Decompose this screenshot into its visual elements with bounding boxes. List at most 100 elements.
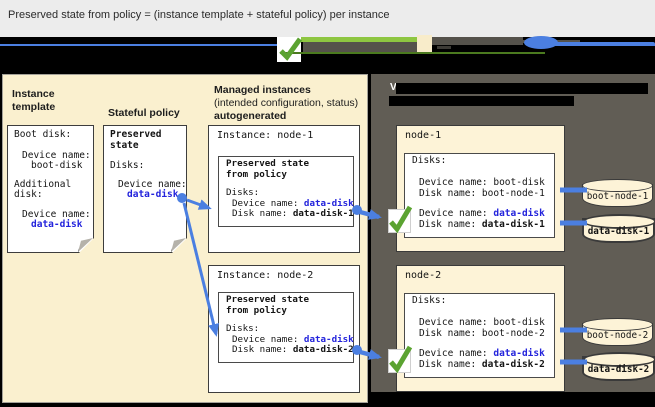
disk-cylinder-data-disk-2: data-disk-2 <box>582 352 655 381</box>
heading-managed-line2: (intended configuration, status) <box>214 97 359 109</box>
check-square-vm2 <box>388 349 411 373</box>
disk-value: boot-node-2 <box>481 328 545 339</box>
device-label: Device name: <box>419 317 494 328</box>
disk-label: Disk name: <box>232 344 293 355</box>
preserved-from-policy-line1: Preserved state <box>226 294 309 305</box>
vm-name-label: node-1 <box>405 130 442 141</box>
cylinder-label: boot-node-2 <box>586 330 649 341</box>
boot-disk-line: Disk name: boot-node-2 <box>412 328 554 339</box>
disk-label: Disk name: <box>419 359 482 370</box>
data-device-line: Device name: data-disk <box>412 208 554 219</box>
device-label: Device name: <box>419 208 494 219</box>
device-label: Device name: <box>419 348 494 359</box>
vm-node-1-disks: Disks: Device name: boot-disk Disk name:… <box>404 153 555 238</box>
device-value: boot-disk <box>493 177 545 188</box>
device-value: boot-disk <box>493 317 545 328</box>
heading-instance-template: Instance template <box>12 88 55 114</box>
redacted-header-bar-1 <box>396 83 648 94</box>
disk-value: data-disk-2 <box>481 359 545 370</box>
instance-template-box: Boot disk: Device name: boot-disk Additi… <box>7 125 94 253</box>
cylinder-label: data-disk-2 <box>587 364 650 375</box>
cylinder-label: boot-node-1 <box>586 191 649 202</box>
additional-disk-label-line1: Additional <box>14 178 72 190</box>
disks-label: Disks: <box>110 160 145 171</box>
instance-name-line: Instance: node-1 <box>217 130 314 141</box>
preserved-state-title-line2: state <box>110 139 139 151</box>
data-disk-line: Disk name: data-disk-1 <box>412 219 554 230</box>
device-label: Device name: <box>419 177 494 188</box>
preserved-from-policy-line1: Preserved state <box>226 158 309 169</box>
preserved-from-policy-line2: from policy <box>226 304 287 316</box>
green-line-dark <box>280 52 545 54</box>
device-label: Device name: <box>232 197 304 209</box>
disk-cylinder-boot-node-2: boot-node-2 <box>581 318 653 346</box>
device-value: data-disk <box>303 333 354 345</box>
check-square-vm1 <box>388 209 411 233</box>
cylinder-label: data-disk-1 <box>587 226 650 237</box>
preserved-from-policy-line2: from policy <box>226 168 287 180</box>
disk-value: data-disk-2 <box>292 344 354 355</box>
boot-device-label: Device name: <box>22 149 91 161</box>
disks-label: Disks: <box>412 155 447 166</box>
disk-label: Disk name: <box>419 328 482 339</box>
managed-instance-node-2-preserved-state: Preserved state from policy Disks: Devic… <box>218 292 354 363</box>
blue-pill <box>524 36 558 49</box>
disk-label: Disk name: <box>419 219 482 230</box>
data-disk-line: Disk name: data-disk-2 <box>412 359 554 370</box>
policy-device-label: Device name: <box>118 178 187 190</box>
redacted-header-visible-char: V <box>390 82 397 93</box>
stateful-policy-box: Preserved state Disks: Device name: data… <box>103 125 187 253</box>
disk-cylinder-data-disk-1: data-disk-1 <box>582 214 655 243</box>
boot-device-value: boot-disk <box>31 160 83 171</box>
gray-bar-2 <box>432 37 523 45</box>
disks-label: Disks: <box>226 323 260 334</box>
cream-chip <box>417 35 432 52</box>
disk-label: Disk name: <box>232 208 293 219</box>
heading-managed-line1: Managed instances <box>214 84 311 96</box>
additional-disk-label-line2: disk: <box>14 189 43 200</box>
managed-instance-node-1-preserved-state: Preserved state from policy Disks: Devic… <box>218 156 354 227</box>
data-device-value: data-disk <box>31 219 83 230</box>
title-strip: Preserved state from policy = (instance … <box>0 0 655 37</box>
blue-taper-line <box>550 42 655 46</box>
boot-device-line: Device name: boot-disk <box>412 317 554 328</box>
disk-label: Disk name: <box>419 188 482 199</box>
page-title: Preserved state from policy = (instance … <box>8 9 390 21</box>
gray-bar-1 <box>303 42 417 52</box>
heading-managed-instances: Managed instances (intended configuratio… <box>214 84 370 123</box>
heading-managed-line3: autogenerated <box>214 110 287 122</box>
disk-name-line: Disk name: data-disk-2 <box>226 344 354 356</box>
boot-disk-line: Disk name: boot-node-1 <box>412 188 554 199</box>
disk-cylinder-boot-node-1: boot-node-1 <box>581 179 653 207</box>
instance-name-line: Instance: node-2 <box>217 270 314 281</box>
disk-value: boot-node-1 <box>481 188 545 199</box>
vm-name-label: node-2 <box>405 270 442 281</box>
disk-value: data-disk-1 <box>292 208 354 219</box>
data-device-label: Device name: <box>22 208 91 220</box>
check-square-top <box>277 37 301 62</box>
vm-node-2-disks: Disks: Device name: boot-disk Disk name:… <box>404 293 555 378</box>
green-bar <box>301 37 417 42</box>
device-value: data-disk <box>493 348 545 359</box>
device-name-line: Device name: data-disk <box>226 333 354 346</box>
device-label: Device name: <box>232 333 304 345</box>
heading-instance-template-line1: Instance <box>12 88 55 100</box>
disk-value: data-disk-1 <box>481 219 545 230</box>
data-device-line: Device name: data-disk <box>412 348 554 359</box>
blue-line-left <box>0 44 277 46</box>
gray-dash <box>437 46 451 49</box>
policy-device-value: data-disk <box>127 189 179 200</box>
device-name-line: Device name: data-disk <box>226 197 354 210</box>
preserved-state-title-line1: Preserved <box>110 129 162 140</box>
animation-bar <box>0 35 655 74</box>
heading-instance-template-line2: template <box>12 101 56 113</box>
redacted-header-bar-2 <box>389 96 574 106</box>
disks-label: Disks: <box>412 295 447 306</box>
heading-stateful-policy: Stateful policy <box>108 107 180 119</box>
boot-disk-section-label: Boot disk: <box>14 129 72 140</box>
disk-name-line: Disk name: data-disk-1 <box>226 208 354 220</box>
disks-label: Disks: <box>226 187 260 198</box>
device-value: data-disk <box>303 197 354 209</box>
device-value: data-disk <box>493 208 545 219</box>
